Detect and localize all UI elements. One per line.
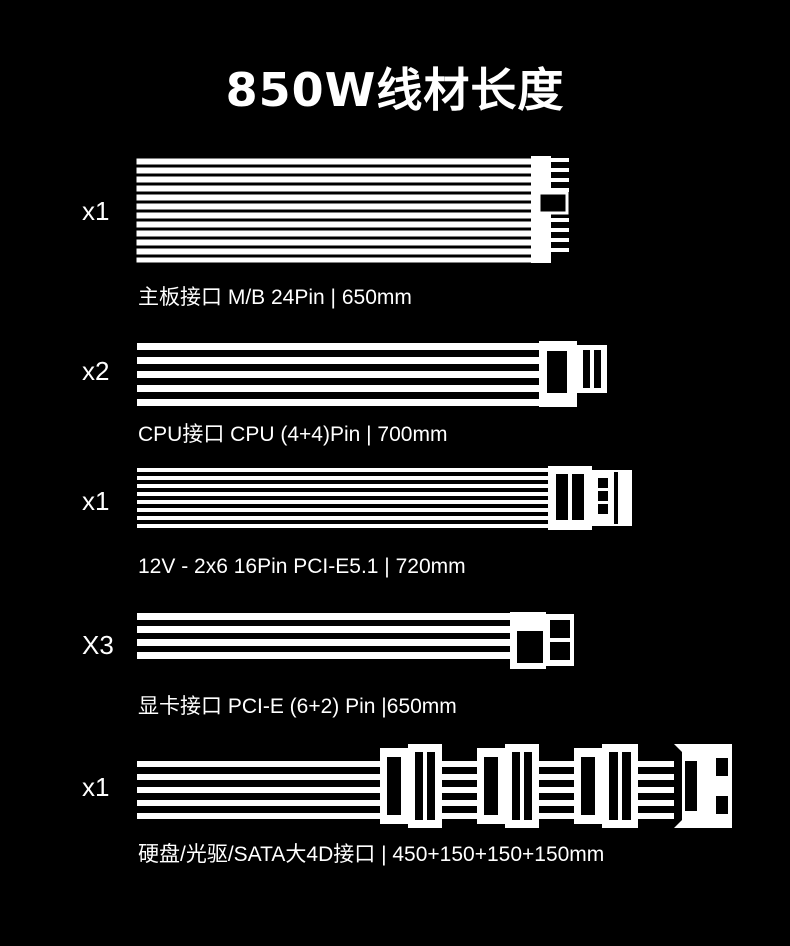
caption-pcie-6plus2: 显卡接口 PCI-E (6+2) Pin |650mm — [138, 695, 457, 718]
cpu-cable — [137, 343, 542, 406]
molex-4d-connector — [674, 744, 732, 828]
quantity-12v-2x6: x1 — [82, 486, 110, 516]
mb-24pin-connector — [531, 156, 569, 263]
caption-mb-24pin: 主板接口 M/B 24Pin | 650mm — [138, 286, 412, 309]
cpu-connector — [539, 341, 607, 407]
sata-connector-1 — [380, 744, 442, 828]
mb-24pin-cable — [136, 158, 533, 263]
page-title: 850W线材长度 — [225, 63, 565, 117]
12v-2x6-cable — [137, 468, 552, 528]
sata-connector-2 — [477, 744, 539, 828]
quantity-sata-4d: x1 — [82, 772, 110, 802]
pcie-cable — [137, 613, 515, 659]
caption-12v-2x6: 12V - 2x6 16Pin PCI-E5.1 | 720mm — [138, 555, 466, 578]
pcie-connector — [510, 612, 574, 669]
quantity-cpu-4plus4: x2 — [82, 356, 110, 386]
caption-cpu-4plus4: CPU接口 CPU (4+4)Pin | 700mm — [138, 423, 448, 446]
12v-2x6-connector — [548, 466, 632, 530]
quantity-mb-24pin: x1 — [82, 196, 110, 226]
caption-sata-4d: 硬盘/光驱/SATA大4D接口 | 450+150+150+150mm — [138, 843, 605, 866]
quantity-pcie-6plus2: X3 — [82, 630, 114, 660]
sata-connector-3 — [574, 744, 638, 828]
